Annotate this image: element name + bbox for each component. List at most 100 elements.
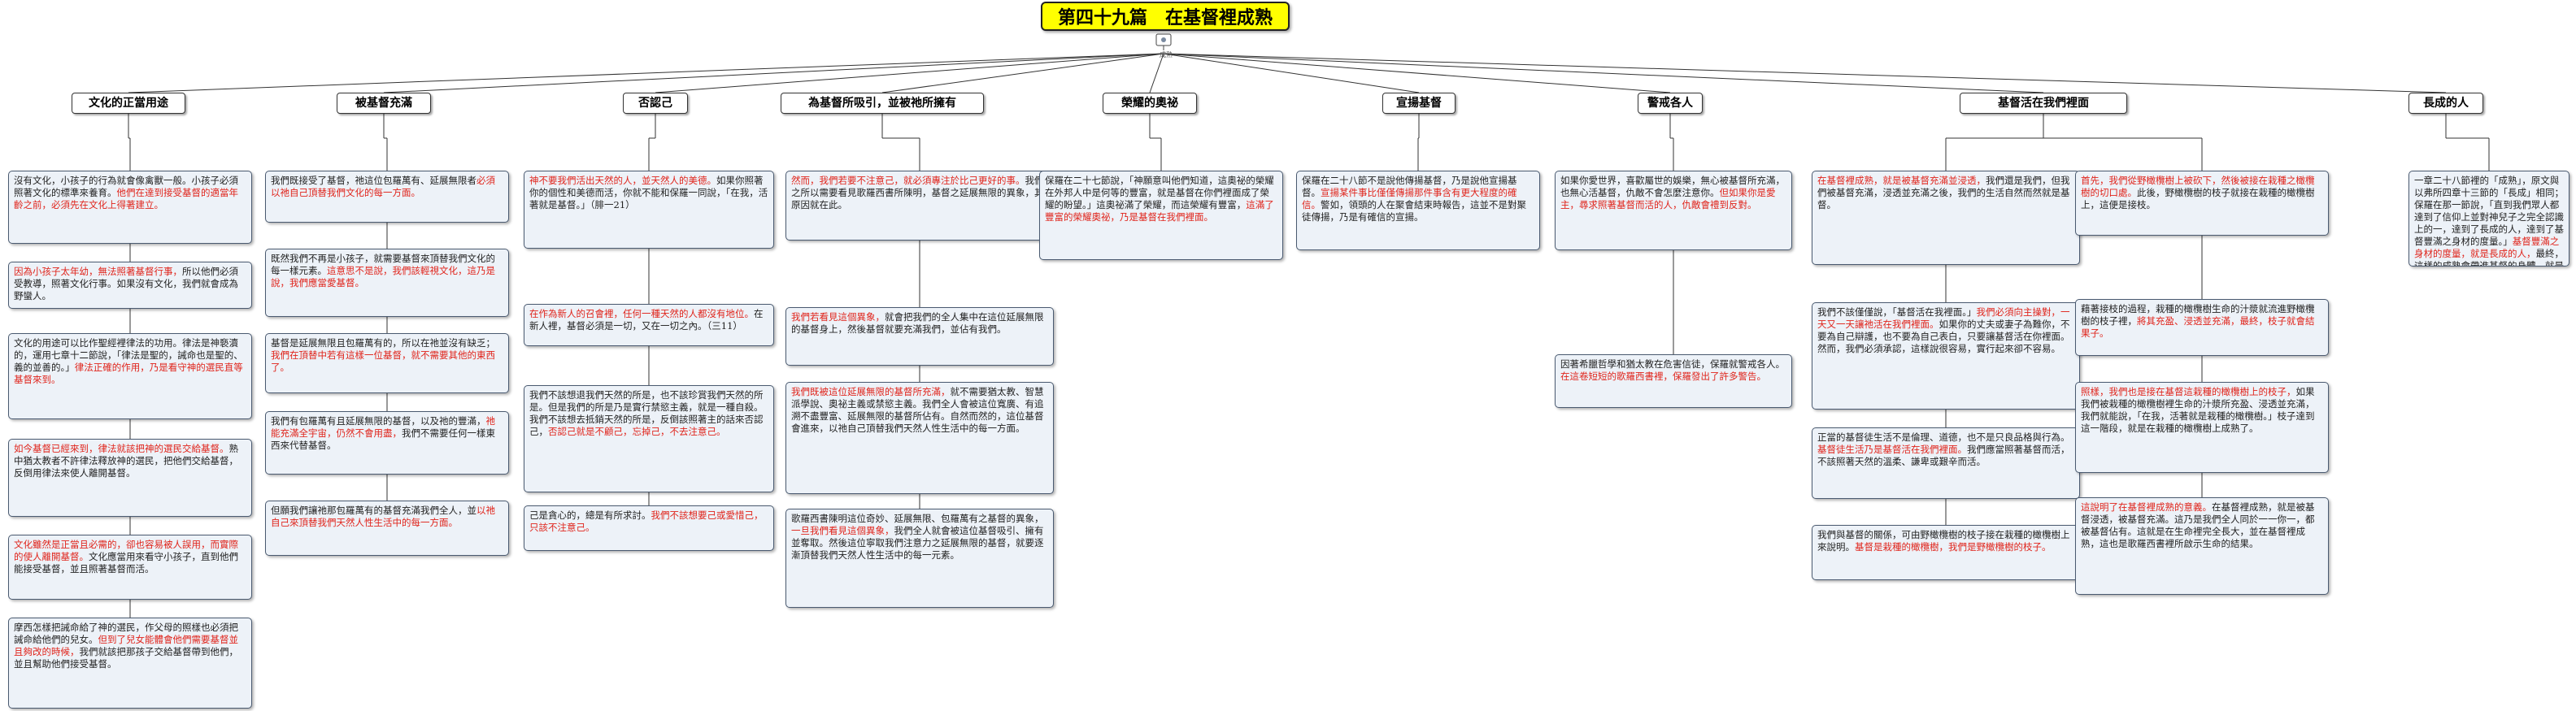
note-box[interactable]: 保羅在二十七節說，「神願意叫他們知道，這奧祕的榮耀在外邦人中是何等的豐富，就是基… [1039,171,1283,260]
note-box[interactable]: 保羅在二十八節不是說他傳揚基督，乃是說他宣揚基督。宣揚某件事比僅僅傳揚那件事含有… [1296,171,1540,250]
note-box[interactable]: 文化的用途可以比作聖經裡律法的功用。律法是神褻瀆的，運用七章十二節說，「律法是聖… [8,333,252,419]
root-node-label: 成熟 [1160,51,1173,59]
note-text: 我們不該僅僅說，「基督活在我裡面。」 [1817,306,1977,318]
highlighted-text: 然而，我們若要不注意己，就必須專注於比己更好的事。 [791,175,1025,186]
highlighted-text: 律法正確的作用，乃是看守神的選民直等基督來到。 [14,362,243,385]
highlighted-text: 必須以祂自己頂替我們文化的每一方面。 [271,175,495,198]
branch-header[interactable]: 被基督充滿 [337,93,431,114]
note-box[interactable]: 因著希臘哲學和猶太教在危害信徒，保羅就警戒各人。在這卷短短的歌羅西書裡，保羅發出… [1555,354,1792,408]
note-box[interactable]: 我們既接受了基督，祂這位包羅萬有、延展無限者必須以祂自己頂替我們文化的每一方面。 [265,171,509,223]
note-text: 一章二十八節裡的「成熟」，原文與以弗所四章十三節的「長成」相同；保羅在那一節說，… [2414,175,2564,247]
highlighted-text: 在基督裡成熟，就是被基督充滿並浸透， [1817,175,1986,186]
highlighted-text: 我們既被這位延展無限的基督所充滿， [791,386,951,397]
note-text: 保羅在二十七節說，「神願意叫他們知道，這奧祕的榮耀在外邦人中是何等的豐富，就是基… [1045,175,1274,210]
branch-header[interactable]: 警戒各人 [1638,93,1703,114]
highlighted-text: 照樣，我們也是接在基督這栽種的橄欖樹上的枝子， [2081,386,2296,397]
note-text: 保羅在二十八節不是說他傳揚基督，乃是說他宣揚基督。 [1302,175,1517,198]
note-text: 在基督裡成熟，就是被基督浸透，被基督充滿。這乃是我們全人同於一一你一，都被基督佔… [2081,501,2315,549]
note-box[interactable]: 在作為新人的召會裡，任何一種天然的人都沒有地位。在新人裡，基督必須是一切，又在一… [524,304,774,346]
highlighted-text: 一旦我們看見這個異象， [791,525,894,536]
page-title: 第四十九篇 在基督裡成熟 [1041,2,1290,31]
connector-line [1163,53,2447,93]
note-box[interactable]: 正當的基督徒生活不是倫理、道德，也不是只良品格與行為。基督徒生活乃是基督活在我們… [1812,427,2080,499]
note-text: 此後，野橄欖樹的枝子就接在栽種的橄欖樹上，這便是接枝。 [2081,187,2315,210]
note-text: 最終，這樣的成熟會帶進基督的身體，就是基督團體的彰顯。 [2414,248,2564,267]
note-box[interactable]: 摩西怎樣把誡命給了神的選民，作父母的照樣也必須把誡命給他們的兒女。但到了兒女能體… [8,618,252,709]
connector-line [655,53,1164,93]
note-box[interactable]: 照樣，我們也是接在基督這栽種的橄欖樹上的枝子，如果我們被栽種的橄欖樹裡生命的汁漿… [2075,382,2329,473]
note-box[interactable]: 我們既被這位延展無限的基督所充滿，就不需要猶太教、智慧派學說、奧祕主義或禁慾主義… [785,382,1054,494]
note-text: 但願我們讓祂那包羅萬有的基督充滿我們全人，並 [271,505,476,516]
note-box[interactable]: 神不要我們活出天然的人，並天然人的美德。如果你照著你的個性和美德而活，你就不能和… [524,171,774,249]
note-text: 我們全人就會被這位基督吸引、擁有並奪取。然後這位寧取我們注意力之延展無限的基督，… [791,525,1044,561]
note-text: 我們有包羅萬有且延展無限的基督，以及祂的豐滿， [271,415,486,427]
note-text: 我們與基督的關係，可由野橄欖樹的枝子接在栽種的橄欖樹上來說明。 [1817,529,2070,553]
note-box[interactable]: 我們不該想退我們天然的所是，也不該珍賞我們天然的所是。但是我們的所是乃是實行禁慾… [524,385,774,492]
highlighted-text: 神不要我們活出天然的人，並天然人的美德。 [529,175,716,186]
note-text: 沒有文化，小孩子的行為就會像禽獸一般。小孩子必須照著文化的標準來養育。 [14,175,238,198]
note-box[interactable]: 藉著接枝的過程，栽種的橄欖樹生命的汁漿就流進野橄欖樹的枝子裡，將其充盈、浸透並充… [2075,299,2329,356]
note-box[interactable]: 我們若看見這個異象，就會把我們的全人集中在這位延展無限的基督身上，然後基督就要充… [785,307,1054,366]
note-box[interactable]: 然而，我們若要不注意己，就必須專注於比己更好的事。我們之所以需要看見歌羅西書所陳… [785,171,1054,241]
highlighted-text: 因為小孩子太年幼，無法照著基督行事， [14,266,182,277]
note-text: 我們之所以需要看見歌羅西書所陳明，基督之延展無限的異象，其原因就在此。 [791,175,1044,210]
note-text: 歌羅西書陳明這位奇妙、延展無限、包羅萬有之基督的異象， [791,513,1044,524]
highlighted-text: 這滿了豐富的榮耀奧祕，乃是基督在我們裡面。 [1045,199,1274,223]
note-text: 警如，領頭的人在聚會結束時報告，這並不是對聚徒傳揚，乃是有確信的宣揚。 [1302,199,1526,223]
note-box[interactable]: 文化雖然是正當且必需的，卻也容易被人誤用，而實際的使人離開基督。文化應當用來看守… [8,535,252,600]
note-text: 就不需要猶太教、智慧派學說、奧祕主義或禁慾主義。我們全人會被這位寬廣、有追溯不盡… [791,386,1044,434]
note-box[interactable]: 一章二十八節裡的「成熟」，原文與以弗所四章十三節的「長成」相同；保羅在那一節說，… [2408,171,2569,267]
note-text: 己是貪心的，總是有所求討。 [529,509,651,521]
connector-line [128,53,1164,93]
note-text: 所以他們必須受教導，照著文化行事。如果沒有文化，我們就會成為野蠻人。 [14,266,238,301]
highlighted-text: 這說明了在基督裡成熟的意義。 [2081,501,2212,513]
branch-header[interactable]: 長成的人 [2408,93,2483,114]
note-box[interactable]: 歌羅西書陳明這位奇妙、延展無限、包羅萬有之基督的異象，一旦我們看見這個異象，我們… [785,509,1054,608]
note-box[interactable]: 在基督裡成熟，就是被基督充滿並浸透，我們還是我們，但我們被基督充滿，浸透並充滿之… [1812,171,2080,265]
note-text: 如果你的丈夫或妻子為難你，不要為自己辯護，也不要為自己表白，只要讓基督活在你裡面… [1817,319,2070,354]
branch-header[interactable]: 為基督所吸引，並被祂所擁有 [781,93,984,114]
note-text: 熟中猶太教者不許律法釋放神的選民，把他們交給基督，反倒用律法來使人離開基督。 [14,443,238,479]
note-text: 如果你照著你的個性和美德而活，你就不能和保羅一同說，「在我，活著就是基督。」（腓… [529,175,768,210]
note-box[interactable]: 己是貪心的，總是有所求討。我們不該想要己或愛惜己，只該不注意己。 [524,505,774,551]
branch-header[interactable]: 文化的正當用途 [72,93,185,114]
note-text: 在新人裡，基督必須是一切，又在一切之內。（三11） [529,308,764,332]
note-text: 因著希臘哲學和猶太教在危害信徒，保羅就警戒各人。 [1560,358,1785,370]
note-box[interactable]: 但願我們讓祂那包羅萬有的基督充滿我們全人，並以祂自己來頂替我們天然人性生活中的每… [265,501,509,556]
note-box[interactable]: 這說明了在基督裡成熟的意義。在基督裡成熟，就是被基督浸透，被基督充滿。這乃是我們… [2075,497,2329,595]
note-text: 我們不該想退我們天然的所是，也不該珍賞我們天然的所是。但是我們的所是乃是實行禁慾… [529,389,764,437]
highlighted-text: 將其充盈、浸透並充滿，最終，枝子就會結果子。 [2081,315,2315,339]
connector-line [1149,53,1164,93]
note-text: 既然我們不再是小孩子，就需要基督來頂替我們文化的每一樣元素。 [271,253,495,276]
branch-header[interactable]: 宣揚基督 [1382,93,1456,114]
highlighted-text: 他們在達到接受基督的適當年齡之前，必須先在文化上得著建立。 [14,187,238,210]
note-box[interactable]: 因為小孩子太年幼，無法照著基督行事，所以他們必須受教導，照著文化行事。如果沒有文… [8,262,252,309]
note-text: 我們還是我們，但我們被基督充滿，浸透並充滿之後，我們的生活自然而然就是基督。 [1817,175,2070,210]
highlighted-text: 宣揚某件事比僅僅傳揚那件事含有更大程度的確信。 [1302,187,1517,210]
note-box[interactable]: 沒有文化，小孩子的行為就會像禽獸一般。小孩子必須照著文化的標準來養育。他們在達到… [8,171,252,244]
note-box[interactable]: 我們與基督的關係，可由野橄欖樹的枝子接在栽種的橄欖樹上來說明。基督是栽種的橄欖樹… [1812,525,2080,580]
branch-header[interactable]: 榮耀的奧祕 [1103,93,1197,114]
note-text: 文化的用途可以比作聖經裡律法的功用。律法是神褻瀆的，運用七章十二節說，「律法是聖… [14,337,243,373]
branch-header[interactable]: 否認己 [623,93,688,114]
note-box[interactable]: 既然我們不再是小孩子，就需要基督來頂替我們文化的每一樣元素。這意思不是說，我們該… [265,249,509,317]
note-text: 藉著接枝的過程，栽種的橄欖樹生命的汁漿就流進野橄欖樹的枝子裡， [2081,303,2315,327]
note-text: 我們就該把那孩子交給基督帶到他們，並且幫助他們接受基督。 [14,646,238,670]
note-box[interactable]: 基督是延展無限且包羅萬有的，所以在祂並沒有缺乏；我們在頂替中若有這樣一位基督，就… [265,333,509,393]
connector-line [1163,53,2044,93]
highlighted-text: 如今基督已經來到，律法就該把神的選民交給基督。 [14,443,229,454]
note-box[interactable]: 我們有包羅萬有且延展無限的基督，以及祂的豐滿，祂能充滿全宇宙，仍然不會用盡，我們… [265,411,509,475]
note-box[interactable]: 如今基督已經來到，律法就該把神的選民交給基督。熟中猶太教者不許律法釋放神的選民，… [8,439,252,517]
note-text: 基督是延展無限且包羅萬有的，所以在祂並沒有缺乏； [271,337,495,349]
highlighted-text: 文化雖然是正當且必需的，卻也容易被人誤用，而實際的使人離開基督。 [14,539,238,562]
highlighted-text: 這意思不是說，我們該輕視文化，這乃是說，我們應當愛基督。 [271,265,495,288]
highlighted-text: 以祂自己來頂替我們天然人性生活中的每一方面。 [271,505,495,528]
branch-header[interactable]: 基督活在我們裡面 [1960,93,2127,114]
note-box[interactable]: 我們不該僅僅說，「基督活在我裡面。」我們必須向主操對，一天又一天讓祂活在我們裡面… [1812,302,2080,410]
note-box[interactable]: 首先，我們從野橄欖樹上被砍下，然後被接在栽種之橄欖樹的切口處。此後，野橄欖樹的枝… [2075,171,2329,236]
highlighted-text: 但如果你是愛主，尋求照著基督而活的人，仇敵會禮到反對。 [1560,187,1776,210]
highlighted-text: 我們必須向主操對，一天又一天讓祂活在我們裡面。 [1817,306,2070,330]
note-text: 文化應當用來看守小孩子，直到他們能接受基督，並且照著基督而活。 [14,551,238,574]
highlighted-text: 在這卷短短的歌羅西書裡，保羅發出了許多警告。 [1560,371,1766,382]
note-box[interactable]: 如果你愛世界，喜歡屬世的娛樂，無心被基督所充滿，也無心活基督，仇敵不會怎麼注意你… [1555,171,1792,250]
